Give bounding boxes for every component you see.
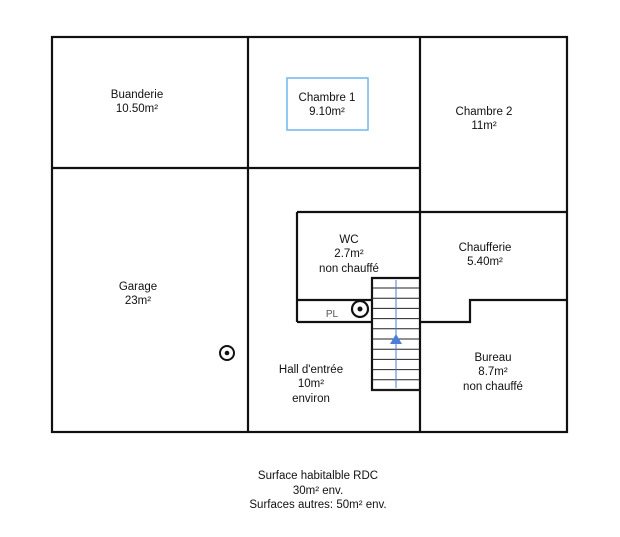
room-area: 5.40m²	[467, 256, 503, 268]
room-note: non chauffé	[463, 381, 523, 393]
room-area: 8.7m²	[478, 366, 508, 378]
room-area: 10.50m²	[116, 103, 158, 115]
stair-up-arrow-icon	[390, 334, 402, 344]
room-name: WC	[339, 234, 358, 246]
pl-label: PL	[326, 309, 339, 320]
room-name: Buanderie	[111, 89, 163, 101]
room-area: 23m²	[125, 295, 151, 307]
outer-wall	[50, 35, 569, 434]
room-name: Chambre 1	[299, 92, 356, 104]
room-area: 2.7m²	[334, 248, 364, 260]
outlet-icon	[350, 299, 370, 319]
room-note: non chauffé	[319, 263, 379, 275]
room-area: 9.10m²	[309, 106, 345, 118]
outlet-icon	[219, 345, 235, 361]
summary-line: Surface habitalble RDC	[258, 470, 378, 482]
room-name: Bureau	[474, 352, 511, 364]
summary-line: 30m² env.	[293, 485, 343, 497]
walls	[50, 35, 569, 434]
room-name: Hall d'entrée	[279, 364, 343, 376]
room-name: Garage	[119, 281, 157, 293]
room-note: environ	[292, 393, 330, 405]
room-area: 11m²	[471, 120, 497, 132]
summary-line: Surfaces autres: 50m² env.	[249, 499, 386, 511]
room-name: Chaufferie	[459, 242, 512, 254]
wall	[420, 298, 567, 324]
room-name: Chambre 2	[456, 106, 513, 118]
room-area: 10m²	[298, 378, 324, 390]
selection-box[interactable]	[286, 77, 369, 131]
